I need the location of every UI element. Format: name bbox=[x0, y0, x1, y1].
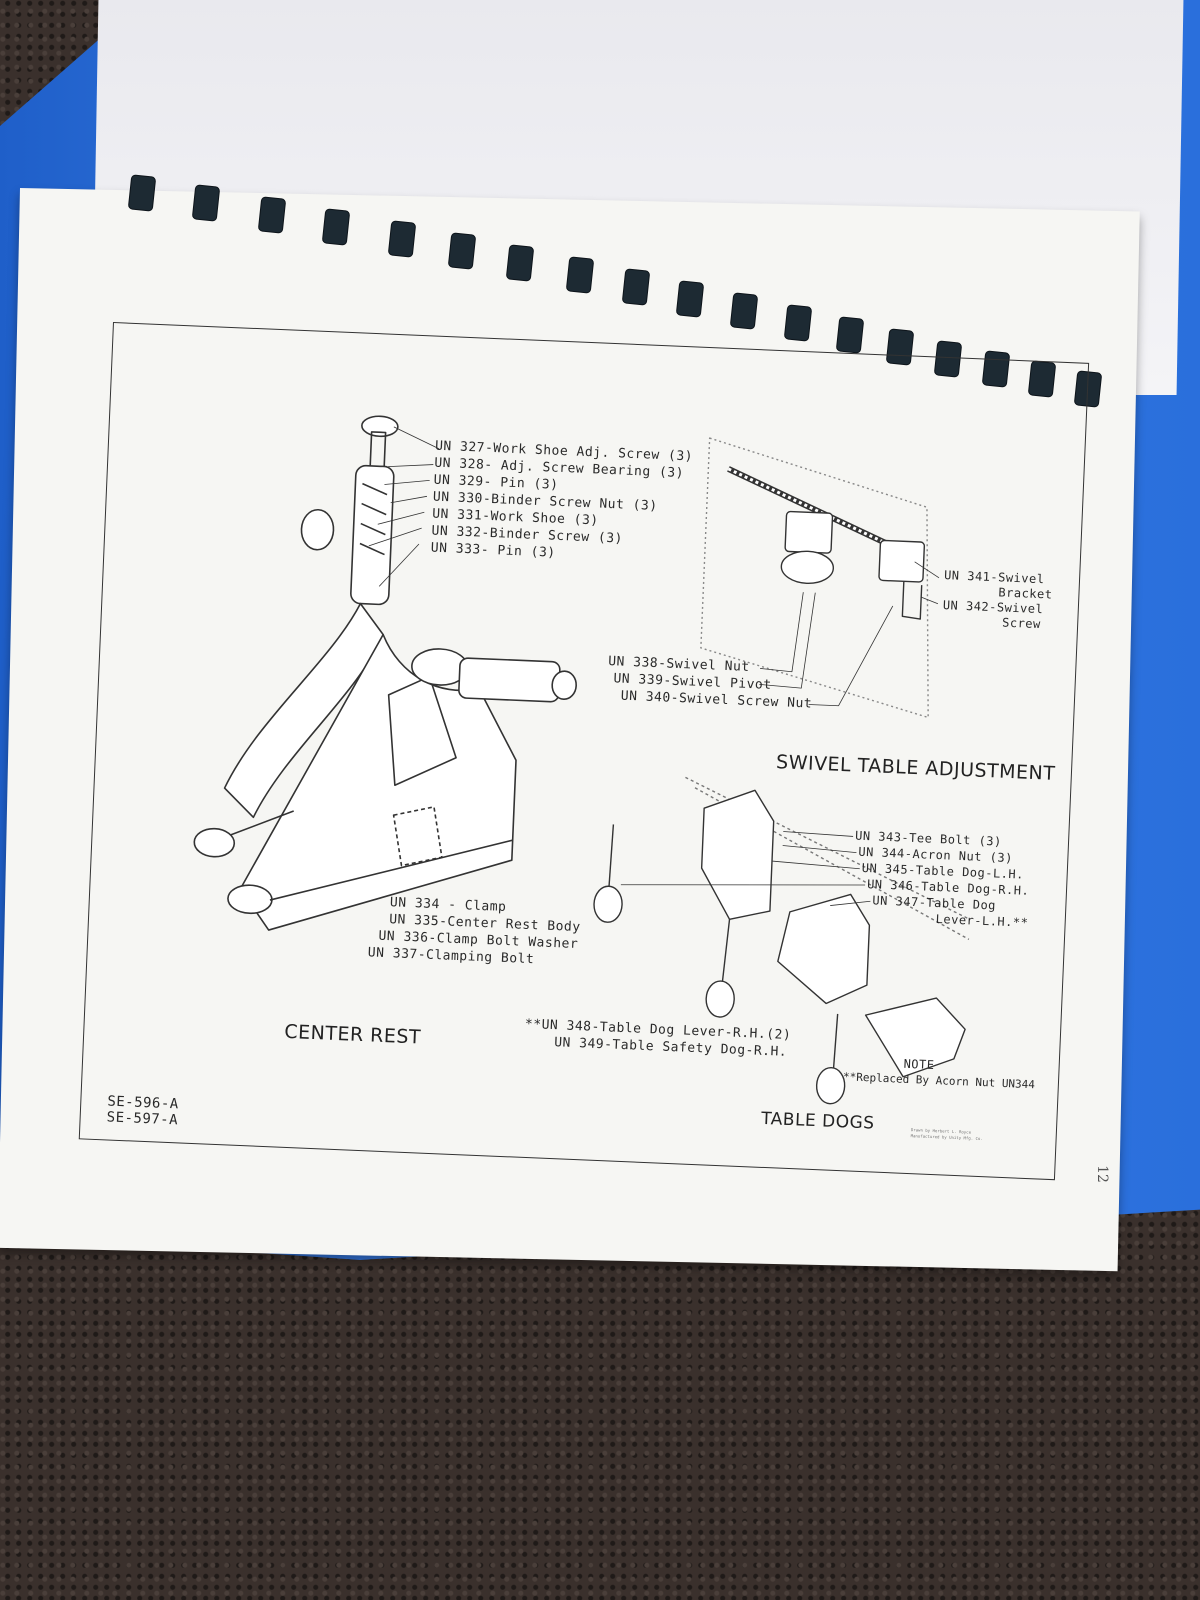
leader-lines bbox=[368, 426, 940, 906]
table-dogs-illustration bbox=[593, 776, 971, 1105]
swivel-assembly-illustration bbox=[700, 437, 929, 719]
drawing-number-2: SE-597-A bbox=[106, 1109, 179, 1129]
part-label-un342-cont: Screw bbox=[1001, 615, 1042, 632]
note-title: NOTE bbox=[903, 1056, 935, 1073]
center-rest-illustration bbox=[193, 415, 577, 931]
parts-illustrations bbox=[193, 415, 971, 1105]
part-label-un341-cont: Bracket bbox=[998, 585, 1053, 602]
page-number: 12 bbox=[1093, 1165, 1110, 1183]
parts-drawing-sheet: UN 327-Work Shoe Adj. Screw (3) UN 328- … bbox=[78, 322, 1090, 1181]
